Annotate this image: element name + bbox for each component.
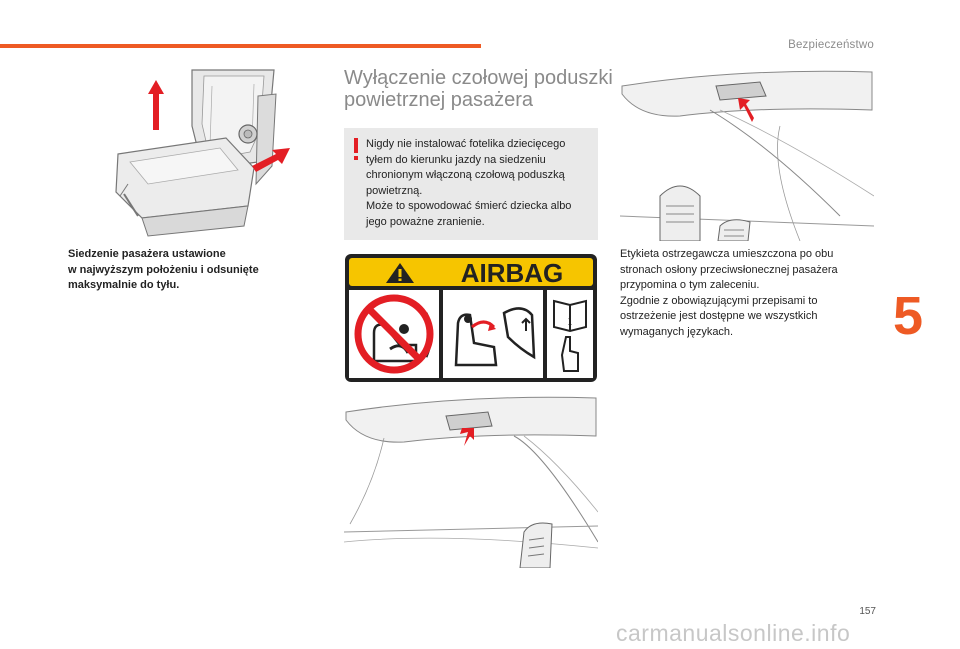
warning-text: Nigdy nie instalować fotelika dziecięceg… [366,138,572,228]
svg-text:i: i [568,314,572,329]
airbag-text: AIRBAG [461,258,564,288]
seat-illustration [115,69,290,237]
sun-visor-illustration-left [344,396,598,568]
read-manual-icon: i [553,299,587,372]
label-description: Etykieta ostrzegawcza umieszczona po obu… [620,248,838,338]
arrow-up-icon [148,80,164,130]
seat-and-airbag-icon [454,307,536,367]
caution-triangle-icon [386,263,414,283]
page-title: Wyłączenie czołowej poduszki powietrznej… [344,67,613,111]
no-rear-facing-child-seat-icon [354,294,434,374]
sun-visor-illustration-right [620,70,874,241]
warning-box [344,128,598,240]
airbag-warning-label: AIRBAG i [345,254,597,382]
header-accent-bar [0,44,481,48]
warning-icon-dot [354,156,358,160]
watermark: carmanualsonline.info [616,620,851,646]
arrow-right-icon [252,148,290,172]
chapter-number: 5 [893,286,924,346]
seat-caption: Siedzenie pasażera ustawione w najwyższy… [68,248,259,291]
warning-icon [354,138,358,153]
page-number: 157 [859,606,876,617]
section-title: Bezpieczeństwo [788,39,874,51]
